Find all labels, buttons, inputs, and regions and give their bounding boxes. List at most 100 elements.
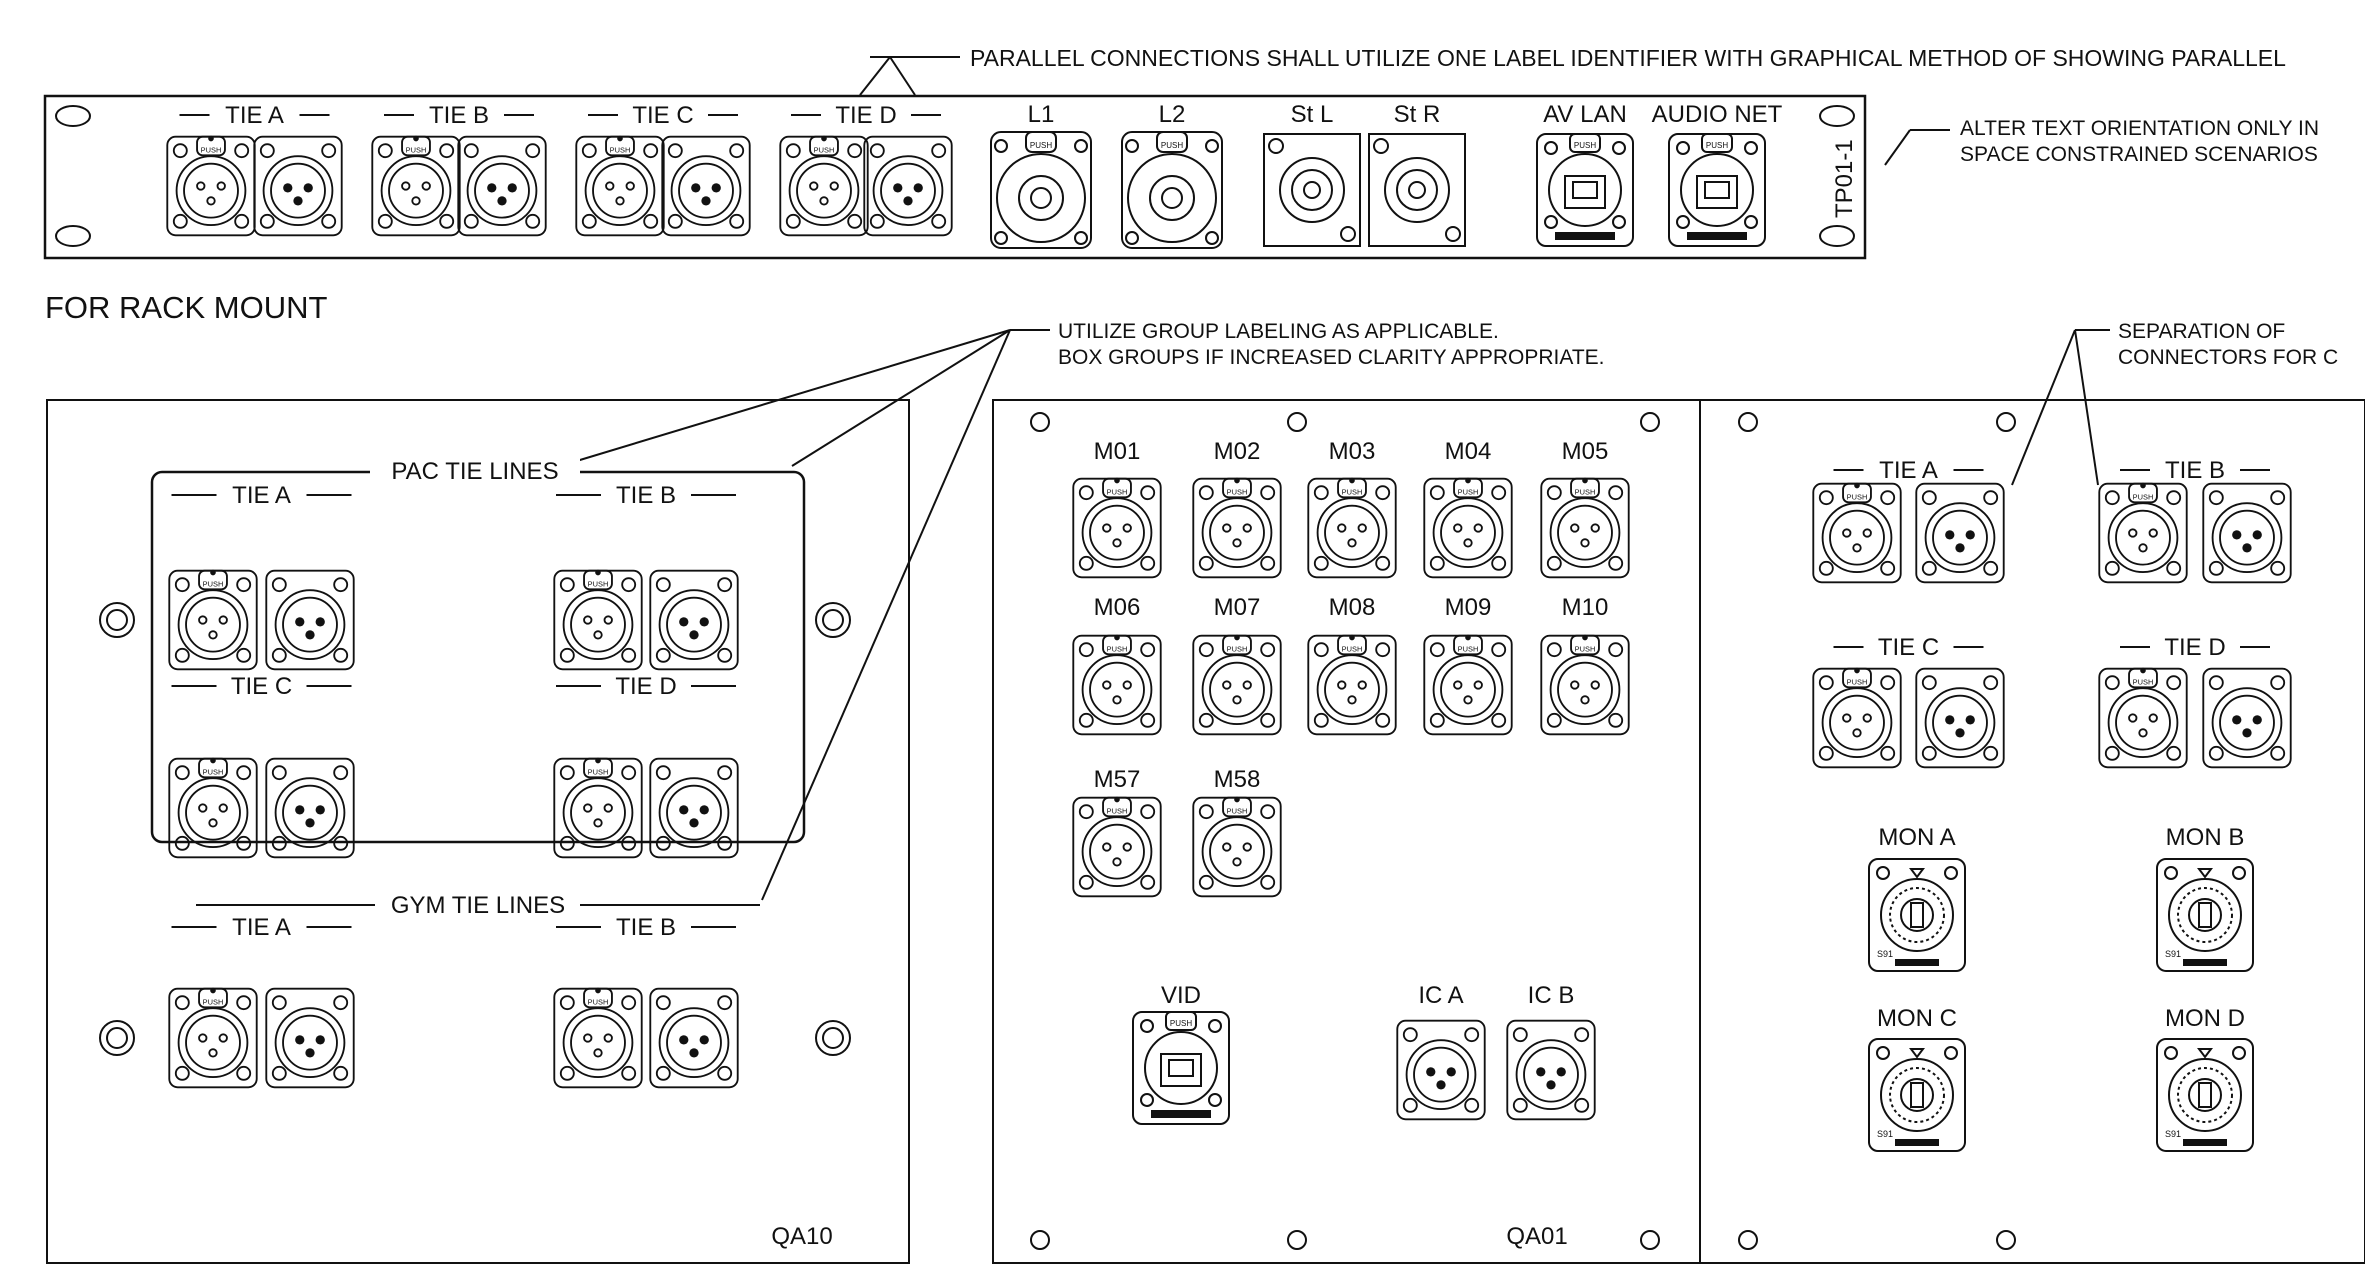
panel-screw [1287,412,1307,432]
mount-hole [1921,675,1937,691]
pin [1955,543,1965,553]
pin [1965,530,1975,540]
mount-hole [333,995,349,1011]
rack-caption: FOR RACK MOUNT [45,290,328,325]
push-text: PUSH [610,146,631,155]
pin-socket [198,803,208,813]
mount-hole [1429,712,1445,728]
mic-label: M07 [1214,594,1261,621]
pin-socket [1222,680,1232,690]
pin-socket [218,1033,228,1043]
mount-hole [994,231,1008,245]
push-text: PUSH [1847,493,1868,502]
mount-hole [2104,675,2120,691]
connector-ring [274,589,346,660]
mount-hole [1125,231,1139,245]
speakon-mark: S91 [1877,949,1893,959]
connector-plate [1915,667,2005,769]
mount-hole [785,213,801,229]
pin [315,805,325,815]
connector-insert [1932,694,1988,751]
pin [699,617,709,627]
pin-socket [809,181,819,191]
xlr-female-connector: PUSH [168,757,258,859]
connector-insert [796,162,852,219]
mic-label: M02 [1214,438,1261,465]
pin-socket [1337,523,1347,533]
mount-hole [172,213,188,229]
xlr-female-connector: PUSH [1307,477,1397,579]
xlr-female-connector: PUSH [2098,667,2188,769]
mount-hole [559,647,575,663]
push-latch [1701,133,1733,153]
connector-ring [2211,687,2283,758]
pin-socket [1862,713,1872,723]
connector-ring [1549,654,1621,725]
xlr-female-connector: PUSH [168,569,258,671]
xlr-female-connector: PUSH [1307,634,1397,736]
rca-mid [1291,169,1333,211]
pin-socket [1590,680,1600,690]
ic-label: IC A [1418,982,1463,1009]
mount-hole [271,647,287,663]
index-arrow [1909,868,1925,879]
connector-plate [1668,133,1766,247]
connector-ring [262,155,334,226]
pin-socket [1102,523,1112,533]
xlr-male-connector [1915,482,2005,584]
mount-hole [1208,1093,1222,1107]
jack-center [1161,187,1183,209]
pin [699,1035,709,1045]
rack-panel-outline [43,94,1867,260]
gym-tie-title: GYM TIE LINES [391,892,565,919]
locking-ring [1889,1067,1945,1123]
mount-hole [1676,141,1690,155]
mount-hole [1983,745,1999,761]
pin-socket [605,181,615,191]
pin-socket [1232,857,1242,867]
connector-ring [1821,502,1893,573]
mount-hole [333,835,349,851]
mount-hole [1078,485,1094,501]
connector-ring [872,155,944,226]
connector-ring [274,777,346,848]
pin-socket [1357,523,1367,533]
pin [497,196,507,206]
pin-socket [2138,728,2148,738]
pin [305,1048,315,1058]
mount-hole [271,835,287,851]
mount-hole [1512,1097,1528,1113]
mount-hole [1512,1027,1528,1043]
xlr-male-connector [2202,482,2292,584]
connector-ring [562,1007,634,1078]
connector-ring [1924,502,1996,573]
push-text: PUSH [2133,493,2154,502]
mount-hole [717,577,733,593]
mount-hole [1078,712,1094,728]
mount-hole [174,765,190,781]
xlr-female-connector: PUSH [1192,477,1282,579]
pin-socket [2128,528,2138,538]
locking-ring [2177,887,2233,943]
speakon-mark: S91 [1877,1129,1893,1139]
brand-strip [2183,959,2227,966]
pin-socket [625,181,635,191]
pin-socket [1122,842,1132,852]
mount-hole [2166,675,2182,691]
mount-hole [1544,141,1558,155]
mount-hole [2104,490,2120,506]
connector-ring [1405,1039,1477,1110]
mic-label: M06 [1094,594,1141,621]
mount-hole [1260,874,1276,890]
brand-strip [1151,1110,1211,1118]
separation-note: SEPARATION OF CONNECTORS FOR C [2011,320,2338,486]
connector-ring [466,155,538,226]
connector-insert [678,162,734,219]
latch-dot [208,135,214,142]
rca-connector [1263,133,1361,247]
mount-hole [655,995,671,1011]
panel-screw [1996,412,2016,432]
mount-hole [785,143,801,159]
mic-label: M05 [1562,438,1609,465]
group-label: TIE B [429,102,489,129]
